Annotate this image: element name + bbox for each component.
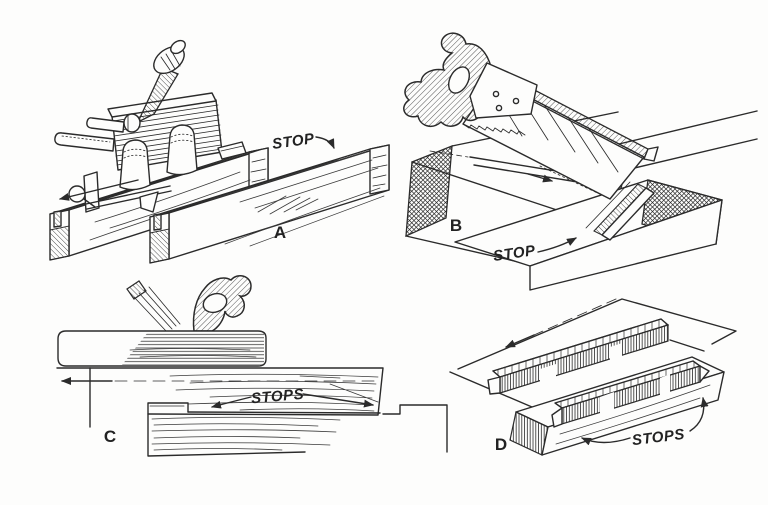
stops-leader-left-d [581, 437, 631, 446]
marked-line-dashes [429, 150, 469, 158]
board-through-strip [449, 298, 737, 417]
annotation-stop-b: STOP [492, 242, 537, 265]
grooved-rail-front-with-stop [149, 144, 390, 264]
annotation-stop-a: STOP [271, 130, 316, 153]
stops-leader-left-c [211, 396, 252, 409]
plane-iron-cap [126, 280, 147, 300]
saw-direction-arrow [527, 173, 553, 183]
batten-top [601, 187, 655, 241]
panel-d-stopped-strips-illustration: STOPS D [449, 298, 737, 456]
depth-stop-post-2 [166, 124, 198, 176]
annotation-stops-d: STOPS [631, 426, 686, 449]
strip-end-bevel [487, 376, 501, 395]
plane-tote-hole [202, 292, 228, 314]
fence-rod-lower [54, 132, 115, 152]
board-with-stop-batten [454, 179, 723, 291]
planing-direction-arrow [59, 179, 139, 201]
stops-leader-right-c [302, 393, 374, 408]
board-stopped-strip [509, 356, 725, 456]
grooved-rail-rear [49, 147, 269, 261]
board-end-grain [405, 145, 453, 238]
panel-c-bench-plane-illustration: STOPS C [56, 275, 448, 457]
plough-plane [54, 39, 247, 213]
bench-plane [57, 275, 267, 367]
annotation-stops-c: STOPS [250, 386, 304, 408]
saw-handle-grip-hole [447, 66, 471, 94]
stop-leader-arrow-a [315, 136, 335, 149]
panel-letter-b: B [450, 216, 462, 235]
stopped-strip-right-bevel [699, 365, 710, 383]
saw-handle [403, 32, 494, 127]
planing-direction-arrow-d [505, 334, 535, 348]
saw-teeth [462, 123, 526, 136]
backsaw [403, 32, 659, 200]
panel-b-backsaw-illustration: STOP B [403, 32, 758, 291]
stopped-strip-left-bevel [551, 407, 563, 428]
plough-plane-cutter [136, 67, 179, 124]
stopped-strip-top [555, 361, 700, 408]
panel-letter-c: C [104, 427, 116, 446]
panel-a-plough-plane-illustration: STOP A [49, 39, 390, 264]
panel-letter-d: D [495, 435, 507, 454]
stops-leader-right-d [689, 397, 709, 432]
depth-stop-post [119, 139, 151, 191]
fence-rod-upper [86, 117, 125, 133]
plane-iron [133, 286, 181, 332]
stop-leader-arrow-b [537, 237, 577, 253]
panel-letter-a: A [274, 223, 286, 242]
bench-board-with-stop [147, 402, 381, 457]
right-stop-outline [382, 404, 448, 453]
